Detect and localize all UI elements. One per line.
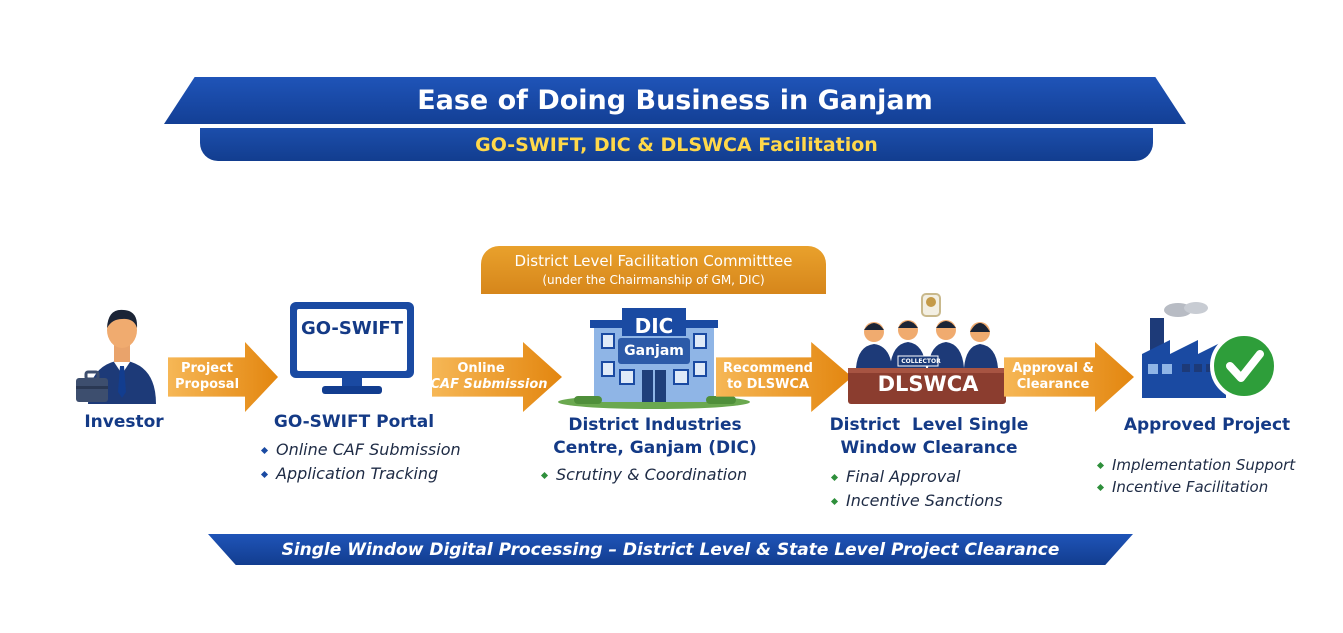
dic-sign-bottom: Ganjam bbox=[624, 343, 684, 359]
footer-text: Single Window Digital Processing – Distr… bbox=[281, 539, 1060, 560]
list-item: Final Approval bbox=[830, 465, 1003, 489]
footer-banner: Single Window Digital Processing – Distr… bbox=[208, 534, 1133, 565]
monitor-icon bbox=[290, 302, 414, 394]
dic-building-icon bbox=[558, 308, 750, 409]
arrow-2-line2: CAF Submission bbox=[430, 377, 548, 392]
investor-label: Investor bbox=[84, 412, 164, 432]
arrow-3-line1: Recommend bbox=[723, 361, 813, 376]
committee-banner: District Level Facilitation Committtee (… bbox=[481, 246, 826, 294]
dic-label-line1: District Industries bbox=[568, 415, 742, 435]
arrow-4-line2: Clearance bbox=[1016, 377, 1090, 392]
list-item: Application Tracking bbox=[260, 462, 461, 486]
dlswca-bullets: Final Approval Incentive Sanctions bbox=[830, 465, 1003, 513]
factory-icon bbox=[1142, 302, 1278, 400]
committee-meeting-icon bbox=[848, 293, 1006, 404]
list-item: Scrutiny & Coordination bbox=[540, 463, 747, 487]
collector-nameplate: COLLECTOR bbox=[901, 358, 941, 365]
dic-bullets: Scrutiny & Coordination bbox=[540, 463, 747, 487]
arrow-3-line2: to DLSWCA bbox=[726, 377, 810, 392]
list-item: Implementation Support bbox=[1096, 454, 1295, 476]
arrow-1-line1: Project bbox=[180, 361, 234, 376]
dlswca-label-line1: District Level Single bbox=[829, 415, 1029, 435]
list-item: Online CAF Submission bbox=[260, 438, 461, 462]
dic-sign-top: DIC bbox=[634, 314, 674, 338]
dic-label: District Industries Centre, Ganjam (DIC) bbox=[540, 414, 770, 460]
portal-label: GO-SWIFT Portal bbox=[273, 412, 435, 432]
dlswca-desk-label: DLSWCA bbox=[877, 372, 979, 396]
approved-label: Approved Project bbox=[1123, 415, 1291, 435]
arrow-approval: Approval &Clearance bbox=[1004, 342, 1134, 412]
portal-screen-label: GO-SWIFT bbox=[301, 318, 403, 339]
arrow-4-line1: Approval & bbox=[1012, 361, 1094, 376]
portal-bullets: Online CAF Submission Application Tracki… bbox=[260, 438, 461, 486]
title-banner: Ease of Doing Business in Ganjam bbox=[164, 77, 1186, 124]
dic-label-line2: Centre, Ganjam (DIC) bbox=[553, 438, 757, 458]
arrow-2-line1: Online bbox=[457, 361, 505, 376]
approved-bullets: Implementation Support Incentive Facilit… bbox=[1096, 454, 1295, 498]
arrow-1-line2: Proposal bbox=[174, 377, 240, 392]
list-item: Incentive Sanctions bbox=[830, 489, 1003, 513]
subtitle-banner: GO-SWIFT, DIC & DLSWCA Facilitation bbox=[200, 128, 1153, 161]
page-subtitle: GO-SWIFT, DIC & DLSWCA Facilitation bbox=[475, 133, 878, 156]
dlswca-label-line2: Window Clearance bbox=[840, 438, 1018, 458]
page-title: Ease of Doing Business in Ganjam bbox=[417, 85, 933, 116]
investor-icon bbox=[76, 309, 156, 404]
list-item: Incentive Facilitation bbox=[1096, 476, 1295, 498]
committee-title: District Level Facilitation Committtee bbox=[514, 252, 793, 270]
dlswca-label: District Level Single Window Clearance bbox=[818, 414, 1040, 460]
committee-subtitle: (under the Chairmanship of GM, DIC) bbox=[542, 273, 765, 287]
